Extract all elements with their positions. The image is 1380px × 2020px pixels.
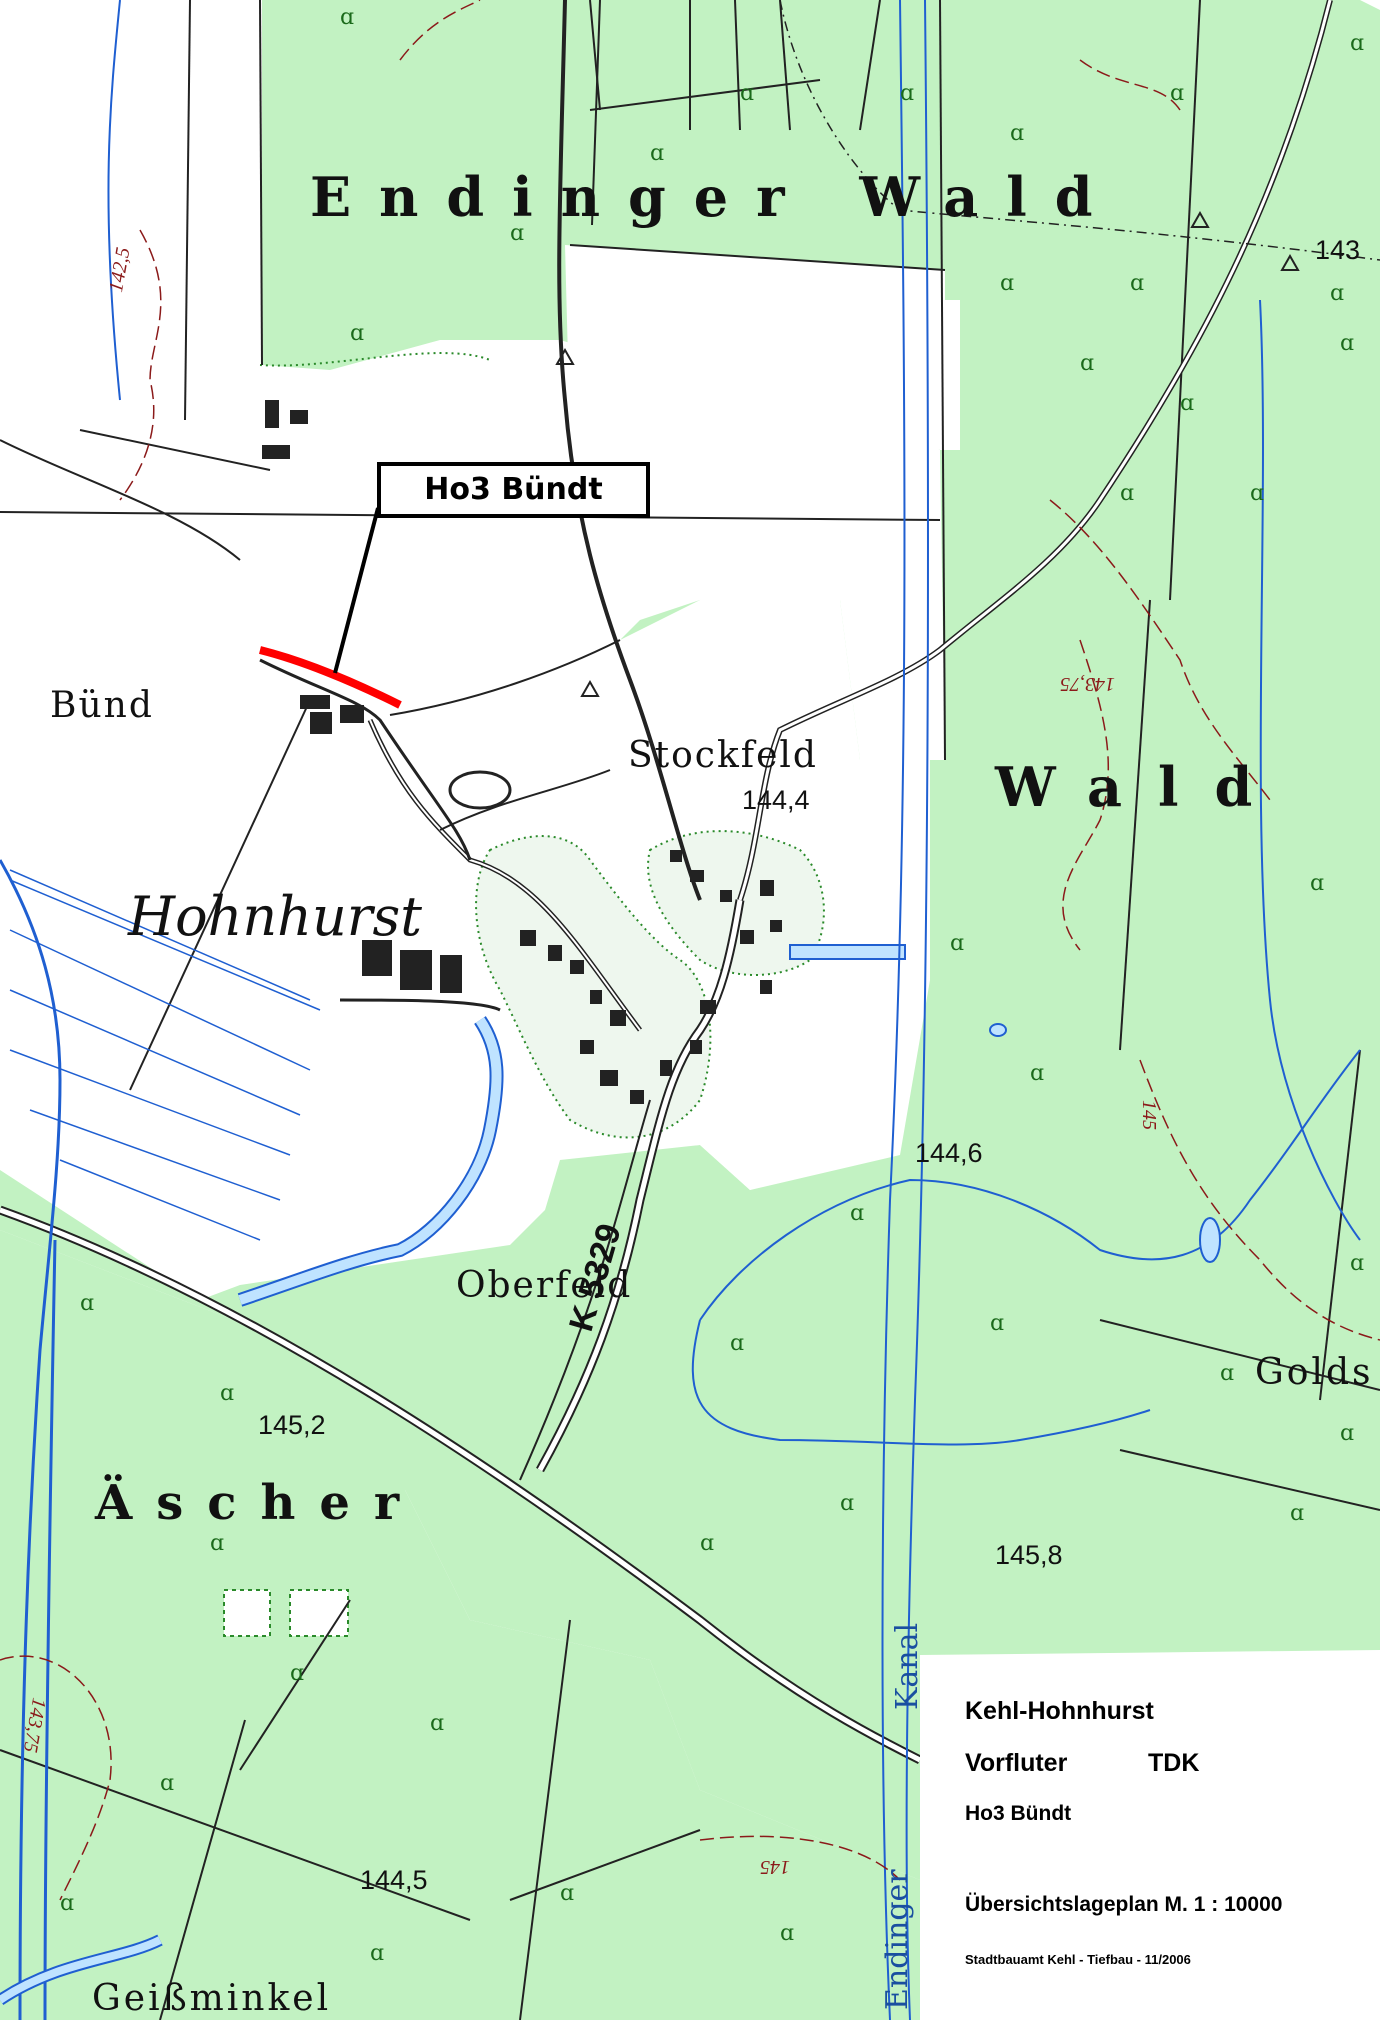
- title-place: Kehl-Hohnhurst: [965, 1697, 1154, 1725]
- svg-text:ɑ: ɑ: [1250, 481, 1264, 506]
- title-vorfluter: Vorfluter: [965, 1749, 1068, 1777]
- spot-height-144-5: 144,5: [360, 1865, 428, 1895]
- svg-text:ɑ: ɑ: [1170, 81, 1184, 106]
- title-block: Kehl-Hohnhurst Vorfluter TDK Ho3 Bündt Ü…: [920, 1655, 1380, 2020]
- title-project: Ho3 Bündt: [965, 1802, 1072, 1825]
- title-credit: Stadtbauamt Kehl - Tiefbau - 11/2006: [965, 1952, 1191, 1967]
- svg-text:ɑ: ɑ: [1310, 871, 1324, 896]
- svg-text:ɑ: ɑ: [1340, 1421, 1354, 1446]
- spot-height-145-8: 145,8: [995, 1540, 1063, 1570]
- svg-text:ɑ: ɑ: [290, 1661, 304, 1686]
- callout-leader: [333, 507, 380, 674]
- contour-lines: [0, 0, 1380, 1901]
- svg-text:ɑ: ɑ: [1010, 121, 1024, 146]
- svg-text:ɑ: ɑ: [430, 1711, 444, 1736]
- svg-text:ɑ: ɑ: [350, 321, 364, 346]
- svg-text:ɑ: ɑ: [1000, 271, 1014, 296]
- svg-text:ɑ: ɑ: [560, 1881, 574, 1906]
- svg-text:ɑ: ɑ: [900, 81, 914, 106]
- svg-text:ɑ: ɑ: [1120, 481, 1134, 506]
- label-buend: Bünd: [50, 685, 154, 726]
- svg-text:ɑ: ɑ: [1350, 1251, 1364, 1276]
- spot-height-143: 143: [1315, 235, 1361, 265]
- buildings: [262, 400, 782, 1104]
- label-aescher: Äscher: [95, 1475, 424, 1531]
- svg-text:ɑ: ɑ: [950, 931, 964, 956]
- svg-text:ɑ: ɑ: [990, 1311, 1004, 1336]
- svg-text:ɑ: ɑ: [1340, 331, 1354, 356]
- svg-text:ɑ: ɑ: [510, 221, 524, 246]
- highlighted-section: [259, 646, 402, 709]
- title-plan: Übersichtslageplan M. 1 : 10000: [965, 1893, 1283, 1916]
- drainage-field-lines: [9, 869, 321, 1241]
- svg-text:ɑ: ɑ: [1080, 351, 1094, 376]
- svg-text:ɑ: ɑ: [1180, 391, 1194, 416]
- label-hohnhurst: Hohnhurst: [128, 885, 422, 948]
- survey-points: [555, 210, 1300, 697]
- svg-text:ɑ: ɑ: [60, 1891, 74, 1916]
- spot-height-145-2: 145,2: [258, 1410, 326, 1440]
- svg-text:ɑ: ɑ: [840, 1491, 854, 1516]
- svg-text:ɑ: ɑ: [850, 1201, 864, 1226]
- svg-text:ɑ: ɑ: [1130, 271, 1144, 296]
- label-oberfeld: Oberfeld: [456, 1265, 633, 1306]
- label-wald: Wald: [995, 755, 1289, 819]
- label-endinger-wald: Endinger Wald: [310, 165, 1121, 229]
- label-stockfeld: Stockfeld: [628, 735, 818, 776]
- svg-text:ɑ: ɑ: [650, 141, 664, 166]
- svg-text:ɑ: ɑ: [1030, 1061, 1044, 1086]
- title-tdk: TDK: [1148, 1749, 1200, 1777]
- spot-height-144-4: 144,4: [742, 785, 810, 815]
- svg-text:ɑ: ɑ: [1290, 1501, 1304, 1526]
- svg-text:ɑ: ɑ: [340, 5, 354, 30]
- svg-text:ɑ: ɑ: [730, 1331, 744, 1356]
- svg-text:ɑ: ɑ: [1350, 31, 1364, 56]
- svg-text:ɑ: ɑ: [160, 1771, 174, 1796]
- svg-text:ɑ: ɑ: [210, 1531, 224, 1556]
- spot-height-144-6: 144,6: [915, 1138, 983, 1168]
- project-callout: Ho3 Bündt: [377, 462, 650, 518]
- svg-text:ɑ: ɑ: [370, 1941, 384, 1966]
- svg-text:ɑ: ɑ: [740, 81, 754, 106]
- contour-label: 145: [760, 1856, 790, 1878]
- svg-text:ɑ: ɑ: [700, 1531, 714, 1556]
- label-golds: Golds: [1255, 1352, 1374, 1393]
- svg-text:ɑ: ɑ: [80, 1291, 94, 1316]
- svg-text:ɑ: ɑ: [780, 1921, 794, 1946]
- label-geissminkel: Geißminkel: [92, 1978, 332, 2019]
- open-fields: [223, 245, 960, 1637]
- contour-label: 145: [1138, 1100, 1160, 1130]
- contour-label: 143,75: [1060, 673, 1115, 695]
- svg-text:ɑ: ɑ: [220, 1381, 234, 1406]
- label-endinger: Endinger: [880, 1869, 915, 2010]
- svg-text:ɑ: ɑ: [1330, 281, 1344, 306]
- svg-text:ɑ: ɑ: [1220, 1361, 1234, 1386]
